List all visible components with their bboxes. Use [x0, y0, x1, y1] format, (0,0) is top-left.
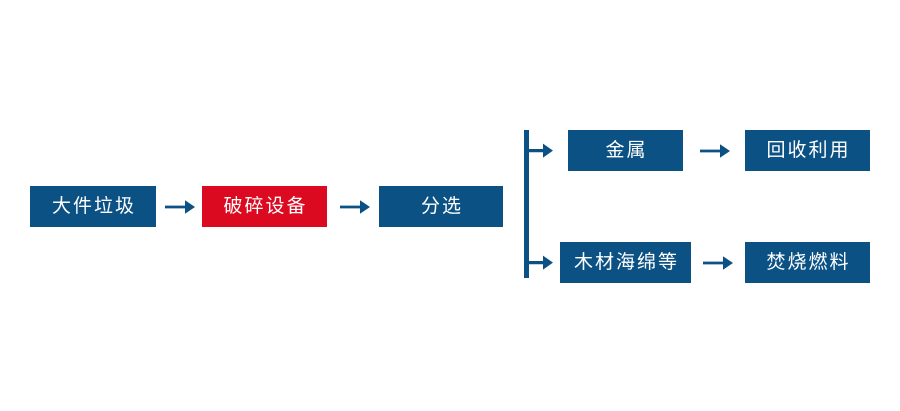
node-wood-sponge-etc: 木材海绵等 [560, 242, 691, 283]
arrow-right-icon [527, 252, 553, 274]
arrow-right-icon [340, 196, 370, 218]
node-sorting: 分选 [379, 186, 503, 227]
arrow-right-icon [527, 140, 553, 162]
node-bulky-waste: 大件垃圾 [30, 186, 156, 227]
arrow-right-icon [703, 252, 733, 274]
node-metal: 金属 [568, 130, 683, 171]
branch-trunk-line [524, 130, 529, 278]
arrow-right-icon [700, 140, 730, 162]
arrow-right-icon [165, 196, 195, 218]
node-crushing-equipment: 破碎设备 [202, 186, 327, 227]
node-recycling: 回收利用 [745, 130, 870, 171]
node-incineration-fuel: 焚烧燃料 [745, 242, 870, 283]
